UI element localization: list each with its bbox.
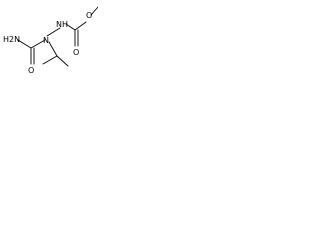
molecule-diagram: H2N NH N O O O: [3, 6, 98, 75]
hydrazine-nitrogen-upper-label: NH: [56, 20, 68, 29]
carbonyl-oxygen-right-label: O: [73, 48, 79, 57]
carbonyl-oxygen-left-label: O: [28, 66, 34, 75]
bond-right-carbonyl-ester-oxygen: [74, 21, 87, 31]
amide-nitrogen-label: H2N: [3, 35, 20, 44]
ester-oxygen-label: O: [86, 11, 92, 20]
bond-n-nh: [46, 27, 61, 37]
bonds: [17, 6, 98, 67]
atom-labels: H2N NH N O O O: [3, 11, 92, 75]
bond-nh-carbon-right: [65, 23, 76, 31]
bond-isopropyl-methyl-right: [56, 55, 69, 67]
bond-isopropyl-methyl-left: [42, 55, 58, 65]
bond-n-isopropyl: [48, 41, 58, 57]
hydrazine-nitrogen-lower-label: N: [43, 36, 49, 45]
bond-ester-oxygen-methyl: [90, 6, 98, 16]
structure-canvas: H2N NH N O O O: [0, 0, 98, 89]
bond-amine-carbon: [17, 39, 32, 49]
bond-carbon-n-lower: [30, 39, 46, 49]
